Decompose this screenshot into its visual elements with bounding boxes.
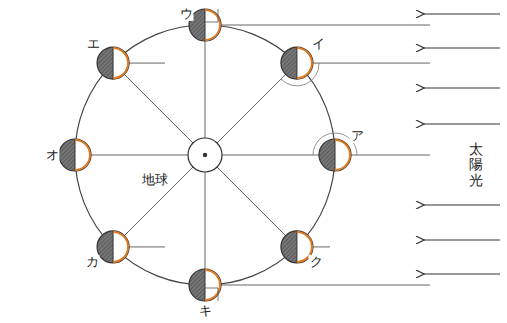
light-rays xyxy=(129,14,500,285)
moon-dark-half xyxy=(97,47,113,79)
orbit xyxy=(75,25,335,285)
moon-sunlit-rim xyxy=(297,48,312,78)
angle-arc xyxy=(281,63,319,86)
spoke-line xyxy=(205,155,335,156)
moon-sunlit-rim xyxy=(205,10,220,40)
moon-divider xyxy=(113,47,114,79)
moon-outline xyxy=(59,139,91,171)
moon-dark-half xyxy=(281,231,297,263)
position-label: オ xyxy=(45,148,60,162)
light-ray xyxy=(221,285,430,286)
sunlight-arrow xyxy=(424,47,500,48)
moon-dark-half xyxy=(281,47,297,79)
moon-outline xyxy=(189,269,221,301)
moon-sunlit-rim xyxy=(113,232,128,262)
position-label: ウ xyxy=(179,7,194,21)
sunlight-arrow xyxy=(424,87,500,88)
spoke-line xyxy=(75,155,205,156)
moon-outline xyxy=(281,47,313,79)
earth-center xyxy=(203,153,207,157)
moon-lit-half xyxy=(319,139,351,171)
moon-lit-half xyxy=(189,269,221,301)
moon-dark-half xyxy=(319,139,335,171)
position-label: エ xyxy=(86,37,101,51)
light-ray xyxy=(313,246,330,247)
moon-outline xyxy=(189,9,221,41)
earth-label: 地球 xyxy=(141,173,169,187)
moon-dark-half xyxy=(59,139,75,171)
moon-lit-half xyxy=(281,47,313,79)
sunlight-arrow xyxy=(424,13,500,14)
moon-lit-half xyxy=(97,47,129,79)
moon-lit-half xyxy=(97,231,129,263)
spoke-line xyxy=(205,25,206,155)
moon-divider xyxy=(335,139,336,171)
moon-divider xyxy=(296,231,297,263)
light-ray xyxy=(313,63,430,64)
position-label: カ xyxy=(85,255,100,269)
position-label: イ xyxy=(311,37,326,51)
sunlight-arrow xyxy=(424,239,500,240)
moon-sunlit-rim xyxy=(335,140,350,170)
right-angle-mark xyxy=(205,288,218,301)
moons xyxy=(59,9,351,301)
position-label: ク xyxy=(309,255,324,269)
moon-lit-half xyxy=(59,139,91,171)
moon-sunlit-rim xyxy=(113,48,128,78)
earth-circle xyxy=(188,138,222,172)
light-ray xyxy=(351,155,430,156)
right-angle-mark xyxy=(205,9,218,22)
spoke-line xyxy=(205,63,297,155)
sunlight-arrow xyxy=(424,273,500,274)
moon-dark-half xyxy=(189,269,205,301)
sunlight-label: 太陽光 xyxy=(468,140,484,190)
moon-sunlit-rim xyxy=(205,270,220,300)
light-ray xyxy=(221,25,430,26)
sunlight-arrow xyxy=(424,123,500,124)
spoke-line xyxy=(113,155,205,247)
moon-divider xyxy=(205,9,206,41)
moon-divider xyxy=(296,47,297,79)
moon-divider xyxy=(113,231,114,263)
position-label: ア xyxy=(350,129,365,143)
moon-divider xyxy=(75,139,76,171)
light-ray xyxy=(129,246,165,247)
moon-divider xyxy=(205,269,206,301)
moon-outline xyxy=(319,139,351,171)
light-ray xyxy=(129,63,165,64)
moon-lit-half xyxy=(189,9,221,41)
sunlight-arrow xyxy=(424,204,500,205)
spoke-line xyxy=(205,155,297,247)
position-label: キ xyxy=(198,304,213,318)
moon-outline xyxy=(97,231,129,263)
spoke-lines xyxy=(75,25,335,285)
moon-outline xyxy=(97,47,129,79)
moon-sunlit-rim xyxy=(75,140,90,170)
spoke-line xyxy=(113,63,205,155)
spoke-line xyxy=(205,155,206,285)
